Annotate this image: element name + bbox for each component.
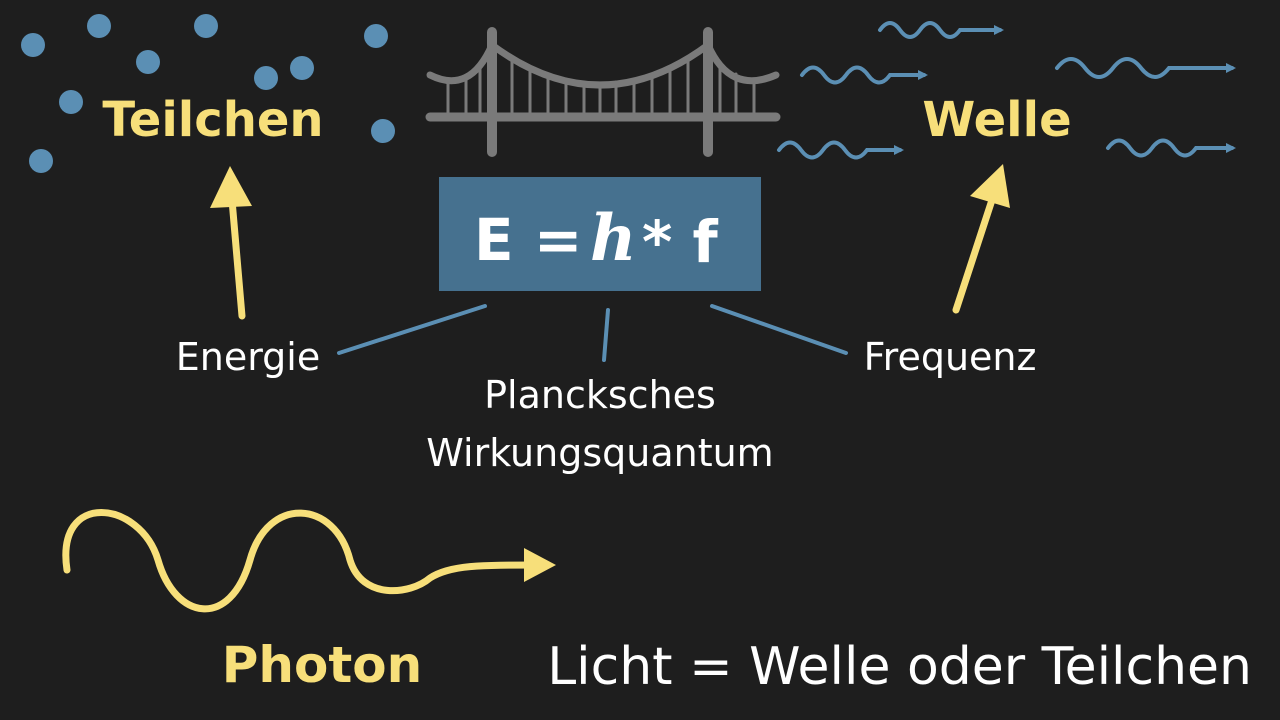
light-statement: Licht = Welle oder Teilchen [547, 637, 1252, 697]
wave-arrow [800, 65, 928, 85]
wave-arrow [878, 21, 1004, 39]
wave-arrow [777, 140, 904, 160]
particle-title: Teilchen [102, 92, 323, 148]
particle-dot [29, 149, 53, 173]
connector-energy [337, 304, 487, 355]
particle-dot [21, 33, 45, 57]
wave-arrow [1055, 57, 1236, 79]
energy-label: Energie [176, 335, 321, 379]
particle-dot [371, 119, 395, 143]
formula-lhs: E = [474, 206, 582, 274]
particle-arrow [210, 166, 252, 320]
planck-label-line1: Plancksches [484, 373, 716, 417]
wave-title: Welle [922, 92, 1071, 148]
formula-box [439, 177, 761, 291]
frequency-label: Frequenz [864, 335, 1037, 379]
planck-label-line2: Wirkungsquantum [426, 431, 773, 475]
particle-dot [194, 14, 218, 38]
formula-h: h [590, 201, 637, 276]
wave-arrow [1106, 138, 1236, 158]
particle-dots-icon [21, 14, 395, 173]
particle-dot [290, 56, 314, 80]
particle-dot [364, 24, 388, 48]
photon-wave-icon [62, 509, 556, 613]
particle-dot [136, 50, 160, 74]
photon-label: Photon [222, 636, 422, 694]
particle-dot [59, 90, 83, 114]
formula-rhs: * f [642, 208, 719, 276]
wave-arrows-icon [777, 21, 1236, 160]
connector-lines [337, 304, 848, 362]
connector-frequency [710, 304, 848, 355]
connector-planck [602, 308, 610, 362]
particle-dot [254, 66, 278, 90]
particle-dot [87, 14, 111, 38]
bridge-icon [425, 27, 781, 157]
wave-arrow-up [952, 164, 1010, 314]
